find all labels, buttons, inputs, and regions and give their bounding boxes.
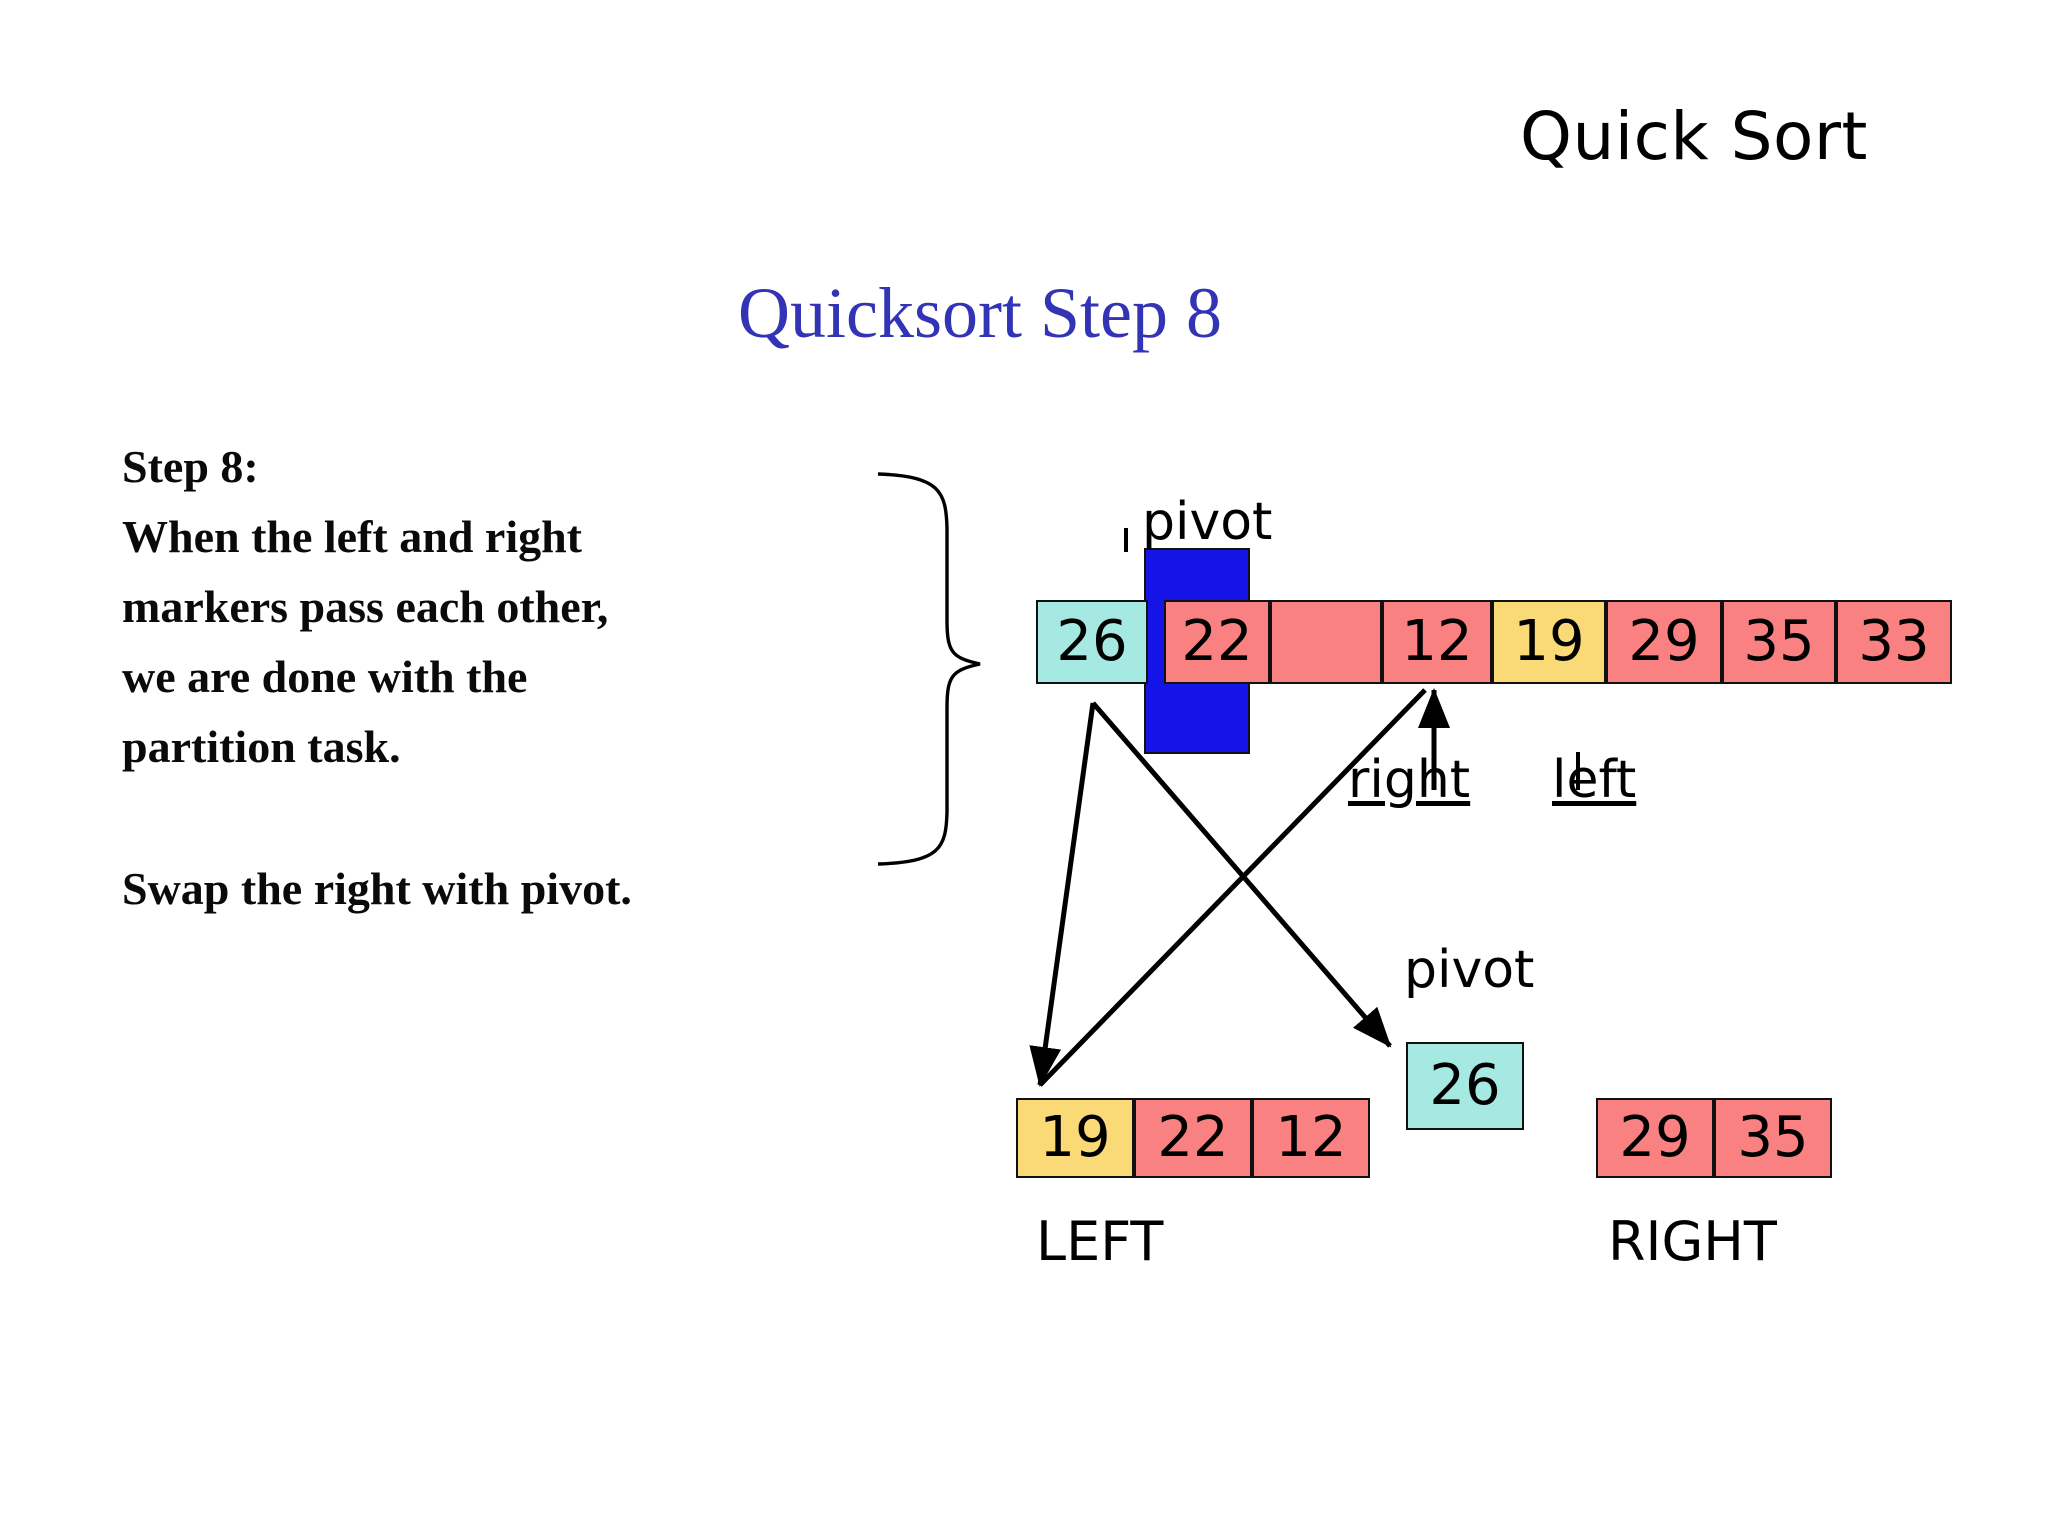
main-array-cell[interactable] bbox=[1270, 600, 1382, 684]
description-line-2: When the left and right bbox=[122, 510, 582, 562]
description-line-4: we are done with the bbox=[122, 650, 528, 702]
main-array-cell[interactable]: 33 bbox=[1836, 600, 1952, 684]
pivot-array-cell[interactable]: 26 bbox=[1406, 1042, 1524, 1130]
arrow-to-left-array-body bbox=[1091, 701, 1392, 1048]
left-array-cell[interactable]: 12 bbox=[1252, 1098, 1370, 1178]
right-array-cell[interactable]: 35 bbox=[1714, 1098, 1832, 1178]
pivot-label-top: pivot bbox=[1142, 492, 1273, 552]
right-group-label: RIGHT bbox=[1608, 1210, 1777, 1273]
main-array-cell[interactable]: 22 bbox=[1164, 600, 1270, 684]
left-array-cell[interactable]: 22 bbox=[1134, 1098, 1252, 1178]
right-marker-label: right bbox=[1348, 750, 1471, 810]
description-spacer bbox=[122, 782, 802, 854]
left-group-label: LEFT bbox=[1036, 1210, 1164, 1273]
description-text: Step 8: When the left and right markers … bbox=[122, 432, 802, 923]
main-array-cell[interactable]: 19 bbox=[1492, 600, 1606, 684]
description-line-3: markers pass each other, bbox=[122, 580, 609, 632]
main-array-cell[interactable]: 12 bbox=[1382, 600, 1492, 684]
main-array-cell[interactable]: 35 bbox=[1722, 600, 1836, 684]
step-title: Quicksort Step 8 bbox=[738, 273, 1222, 353]
left-marker-label: left bbox=[1552, 750, 1637, 810]
description-line-5: partition task. bbox=[122, 720, 401, 772]
description-line-6: Swap the right with pivot. bbox=[122, 862, 632, 914]
page-title: Quick Sort bbox=[1520, 98, 1868, 175]
curly-brace bbox=[877, 472, 981, 866]
pivot-label-bottom: pivot bbox=[1404, 940, 1535, 1000]
right-array-cell[interactable]: 29 bbox=[1596, 1098, 1714, 1178]
main-array-cell[interactable]: 26 bbox=[1036, 600, 1148, 684]
main-array-cell[interactable]: 29 bbox=[1606, 600, 1722, 684]
left-array-cell[interactable]: 19 bbox=[1016, 1098, 1134, 1178]
description-line-1: Step 8: bbox=[122, 441, 259, 492]
arrow-to-left-array bbox=[1029, 702, 1096, 1087]
